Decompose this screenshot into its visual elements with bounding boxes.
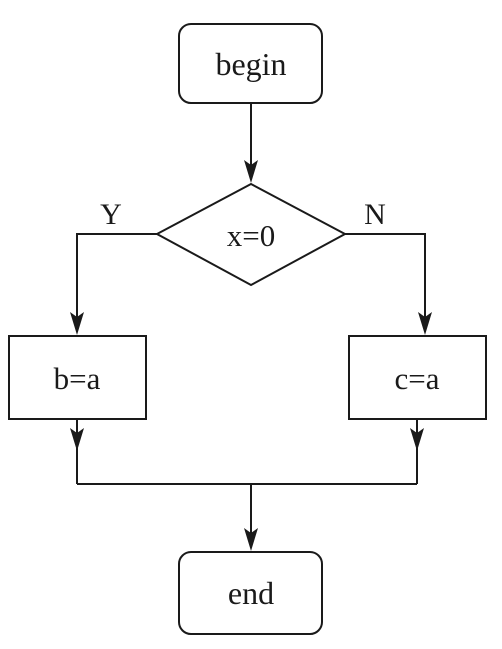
- decision-diamond: [154, 182, 348, 287]
- decision-label: x=0: [227, 218, 275, 253]
- arrowhead-no-process: [418, 312, 432, 335]
- yes-process-box: [8, 335, 147, 420]
- no-process-label: c=a: [394, 361, 439, 396]
- arrowhead-yes-process: [70, 312, 84, 335]
- connector-yes-branch: [76, 233, 157, 320]
- no-branch-label: N: [364, 198, 386, 231]
- end-terminator: [178, 551, 323, 635]
- end-label: end: [228, 575, 274, 611]
- arrowhead-yes-merge: [70, 428, 84, 451]
- yes-branch-label: Y: [100, 198, 122, 231]
- arrowhead-decision: [244, 160, 258, 183]
- yes-process-label: b=a: [54, 361, 101, 396]
- connector-no-branch: [345, 233, 426, 320]
- arrowhead-end: [244, 528, 258, 551]
- arrowhead-no-merge: [410, 428, 424, 451]
- start-label: begin: [215, 46, 286, 82]
